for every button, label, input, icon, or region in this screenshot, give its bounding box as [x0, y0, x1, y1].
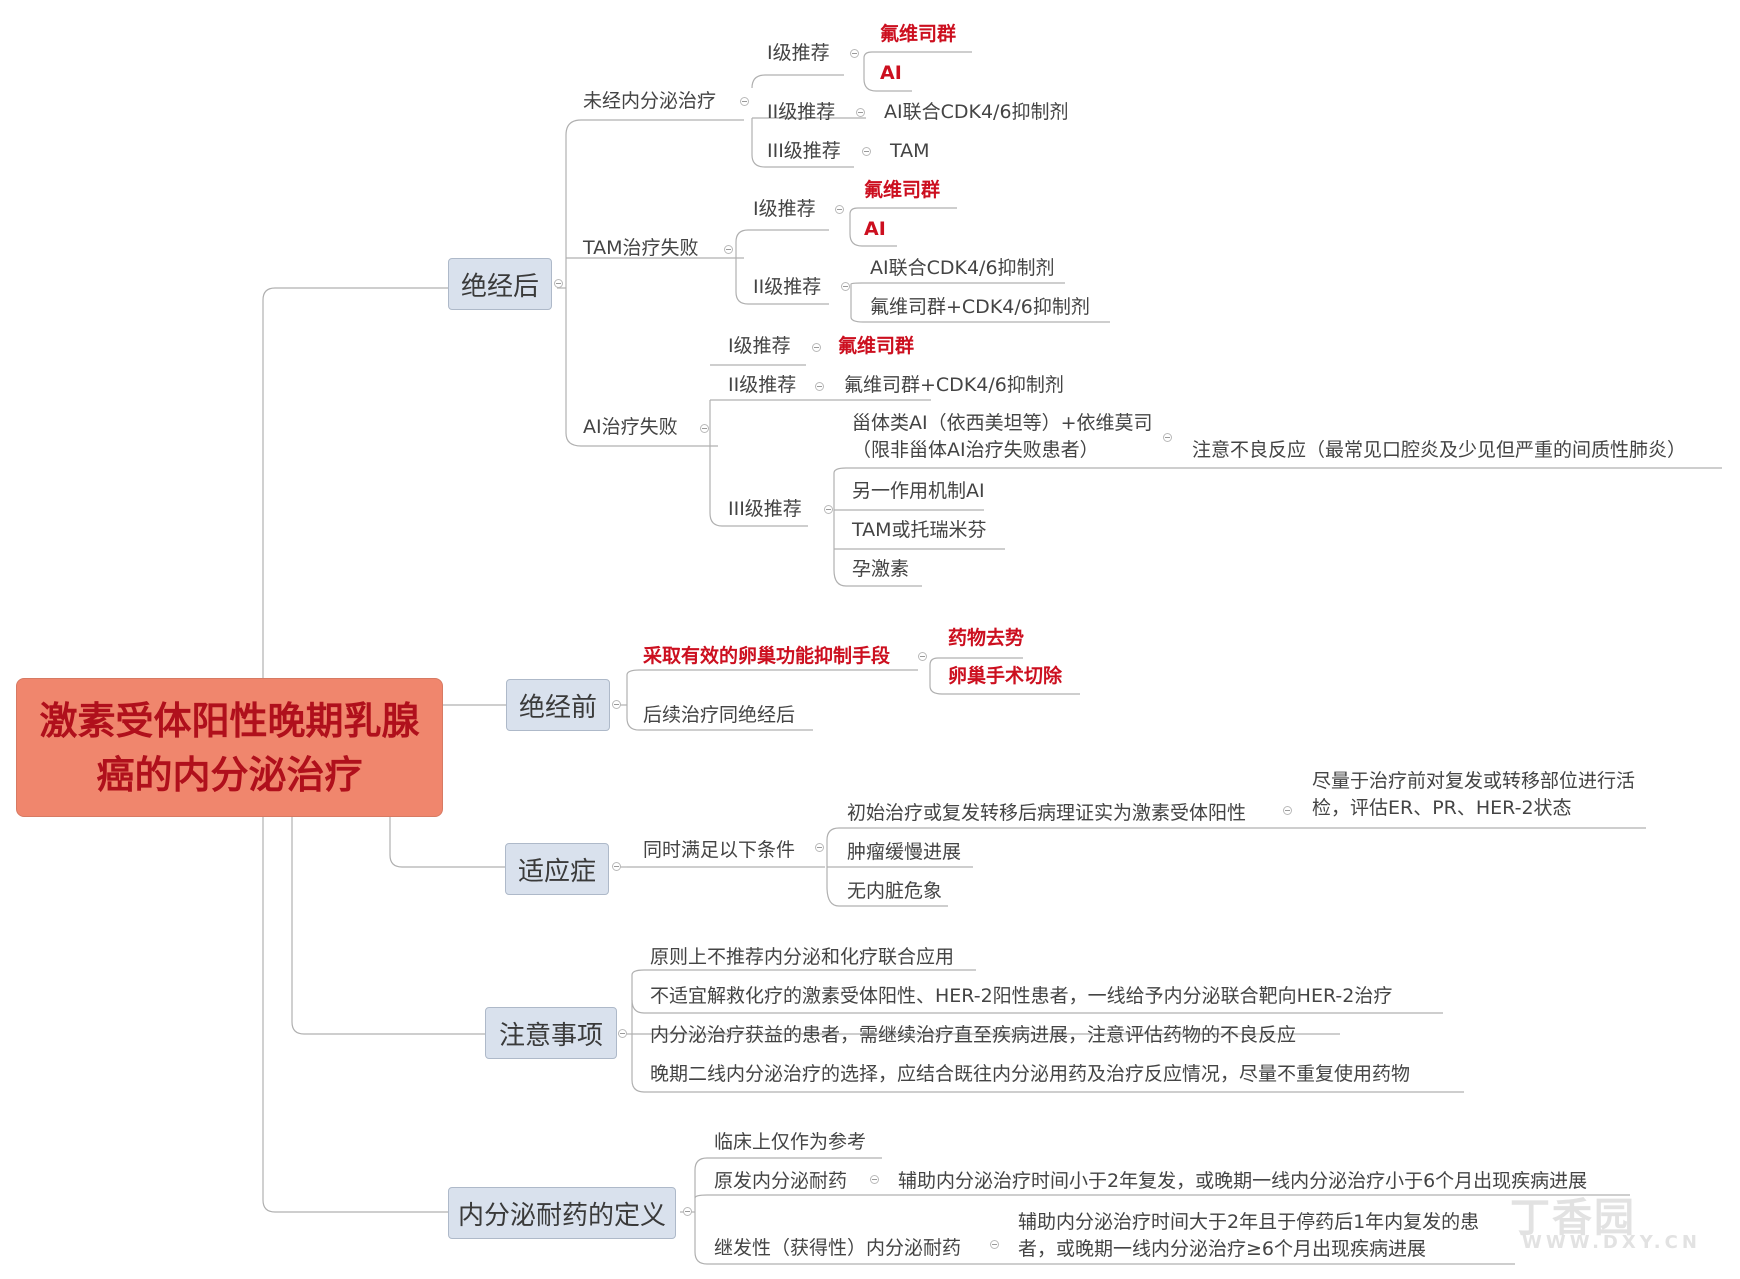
collapse-toggle-icon[interactable]: [815, 382, 824, 391]
branch-resistance-definition[interactable]: 内分泌耐药的定义: [448, 1187, 676, 1239]
collapse-toggle-icon[interactable]: [812, 343, 821, 352]
branch-indications-label: 适应症: [517, 856, 596, 887]
topic-another-ai[interactable]: 另一作用机制AI: [852, 480, 985, 502]
topic-receptor-positive[interactable]: 初始治疗或复发转移后病理证实为激素受体阳性: [847, 802, 1247, 824]
collapse-toggle-icon[interactable]: [870, 1175, 879, 1184]
branch-indications[interactable]: 适应症: [505, 843, 609, 895]
collapse-toggle-icon[interactable]: [724, 245, 733, 254]
topic-fulvestrant-cdk46[interactable]: 氟维司群+CDK4/6抑制剂: [844, 374, 1064, 396]
topic-slow-progression[interactable]: 肿瘤缓慢进展: [847, 841, 962, 863]
topic-level1[interactable]: I级推荐: [753, 198, 816, 220]
topic-conditions[interactable]: 同时满足以下条件: [643, 839, 796, 861]
branch-premenopausal-label: 绝经前: [518, 692, 597, 723]
topic-level2[interactable]: II级推荐: [767, 101, 836, 123]
topic-ai-failure[interactable]: AI治疗失败: [583, 416, 678, 438]
topic-biopsy-note[interactable]: 尽量于治疗前对复发或转移部位进行活检，评估ER、PR、HER-2状态: [1312, 770, 1636, 819]
collapse-toggle-icon[interactable]: [612, 700, 621, 709]
topic-primary-resistance[interactable]: 原发内分泌耐药: [714, 1170, 848, 1192]
collapse-toggle-icon[interactable]: [990, 1240, 999, 1249]
branch-postmenopausal-label: 绝经后: [460, 271, 539, 302]
collapse-toggle-icon[interactable]: [740, 97, 749, 106]
collapse-toggle-icon[interactable]: [824, 505, 833, 514]
topic-ai-cdk46[interactable]: AI联合CDK4/6抑制剂: [870, 257, 1055, 279]
topic-ai[interactable]: AI: [880, 62, 902, 84]
topic-level1[interactable]: I级推荐: [728, 335, 791, 357]
topic-tam-failure[interactable]: TAM治疗失败: [583, 237, 699, 259]
collapse-toggle-icon[interactable]: [815, 843, 824, 852]
topic-adverse-reaction-note[interactable]: 注意不良反应（最常见口腔炎及少见但严重的间质性肺炎）: [1192, 439, 1687, 461]
collapse-toggle-icon[interactable]: [841, 282, 850, 291]
root-topic[interactable]: 激素受体阳性晚期乳腺癌的内分泌治疗: [16, 678, 443, 817]
watermark-logo: 丁香园: [1510, 1195, 1636, 1241]
collapse-toggle-icon[interactable]: [618, 1029, 627, 1038]
collapse-toggle-icon[interactable]: [856, 108, 865, 117]
topic-note-2[interactable]: 不适宜解救化疗的激素受体阳性、HER-2阳性患者，一线给予内分泌联合靶向HER-…: [650, 985, 1393, 1007]
topic-level1[interactable]: I级推荐: [767, 42, 830, 64]
topic-followup-same[interactable]: 后续治疗同绝经后: [643, 704, 796, 726]
topic-primary-definition[interactable]: 辅助内分泌治疗时间小于2年复发，或晚期一线内分泌治疗小于6个月出现疾病进展: [898, 1170, 1588, 1192]
topic-ai[interactable]: AI: [864, 218, 886, 240]
collapse-toggle-icon[interactable]: [918, 652, 927, 661]
collapse-toggle-icon[interactable]: [683, 1207, 692, 1216]
topic-level3[interactable]: III级推荐: [728, 498, 802, 520]
topic-ovarian-suppression[interactable]: 采取有效的卵巢功能抑制手段: [643, 645, 891, 667]
collapse-toggle-icon[interactable]: [700, 424, 709, 433]
topic-fulvestrant-cdk46[interactable]: 氟维司群+CDK4/6抑制剂: [870, 296, 1090, 318]
topic-level2[interactable]: II级推荐: [728, 374, 797, 396]
topic-note-3[interactable]: 内分泌治疗获益的患者，需继续治疗直至疾病进展，注意评估药物的不良反应: [650, 1024, 1297, 1046]
collapse-toggle-icon[interactable]: [862, 147, 871, 156]
watermark-site: WWW.DXY.CN: [1522, 1232, 1701, 1253]
topic-medical-castration[interactable]: 药物去势: [948, 627, 1025, 649]
topic-no-visceral-crisis[interactable]: 无内脏危象: [847, 880, 943, 902]
topic-reference-only[interactable]: 临床上仅作为参考: [714, 1131, 867, 1153]
topic-steroidal-ai-everolimus[interactable]: 甾体类AI（依西美坦等）+依维莫司（限非甾体AI治疗失败患者）: [852, 412, 1153, 461]
topic-ai-cdk46[interactable]: AI联合CDK4/6抑制剂: [884, 101, 1069, 123]
topic-tam[interactable]: TAM: [890, 140, 930, 162]
topic-level3[interactable]: III级推荐: [767, 140, 841, 162]
branch-notes[interactable]: 注意事项: [485, 1007, 617, 1059]
topic-tam-toremifene[interactable]: TAM或托瑞米芬: [852, 519, 987, 541]
collapse-toggle-icon[interactable]: [612, 862, 621, 871]
branch-notes-label: 注意事项: [498, 1020, 603, 1051]
topic-progestin[interactable]: 孕激素: [852, 558, 910, 580]
branch-resistance-label: 内分泌耐药的定义: [457, 1200, 666, 1231]
topic-fulvestrant[interactable]: 氟维司群: [880, 23, 957, 45]
collapse-toggle-icon[interactable]: [1283, 806, 1292, 815]
root-title: 激素受体阳性晚期乳腺癌的内分泌治疗: [39, 697, 420, 797]
topic-note-1[interactable]: 原则上不推荐内分泌和化疗联合应用: [650, 946, 955, 968]
topic-fulvestrant[interactable]: 氟维司群: [838, 335, 915, 357]
branch-premenopausal[interactable]: 绝经前: [506, 679, 610, 731]
topic-secondary-resistance[interactable]: 继发性（获得性）内分泌耐药: [714, 1237, 962, 1259]
topic-note-4[interactable]: 晚期二线内分泌治疗的选择，应结合既往内分泌用药及治疗反应情况，尽量不重复使用药物: [650, 1063, 1411, 1085]
collapse-toggle-icon[interactable]: [835, 205, 844, 214]
topic-fulvestrant[interactable]: 氟维司群: [864, 179, 941, 201]
branch-postmenopausal[interactable]: 绝经后: [448, 258, 552, 310]
topic-level2[interactable]: II级推荐: [753, 276, 822, 298]
collapse-toggle-icon[interactable]: [850, 49, 859, 58]
topic-oophorectomy[interactable]: 卵巢手术切除: [948, 665, 1063, 687]
topic-untreated[interactable]: 未经内分泌治疗: [583, 90, 717, 112]
collapse-toggle-icon[interactable]: [554, 279, 563, 288]
collapse-toggle-icon[interactable]: [1163, 433, 1172, 442]
topic-secondary-definition[interactable]: 辅助内分泌治疗时间大于2年且于停药后1年内复发的患者，或晚期一线内分泌治疗≥6个…: [1018, 1211, 1480, 1260]
